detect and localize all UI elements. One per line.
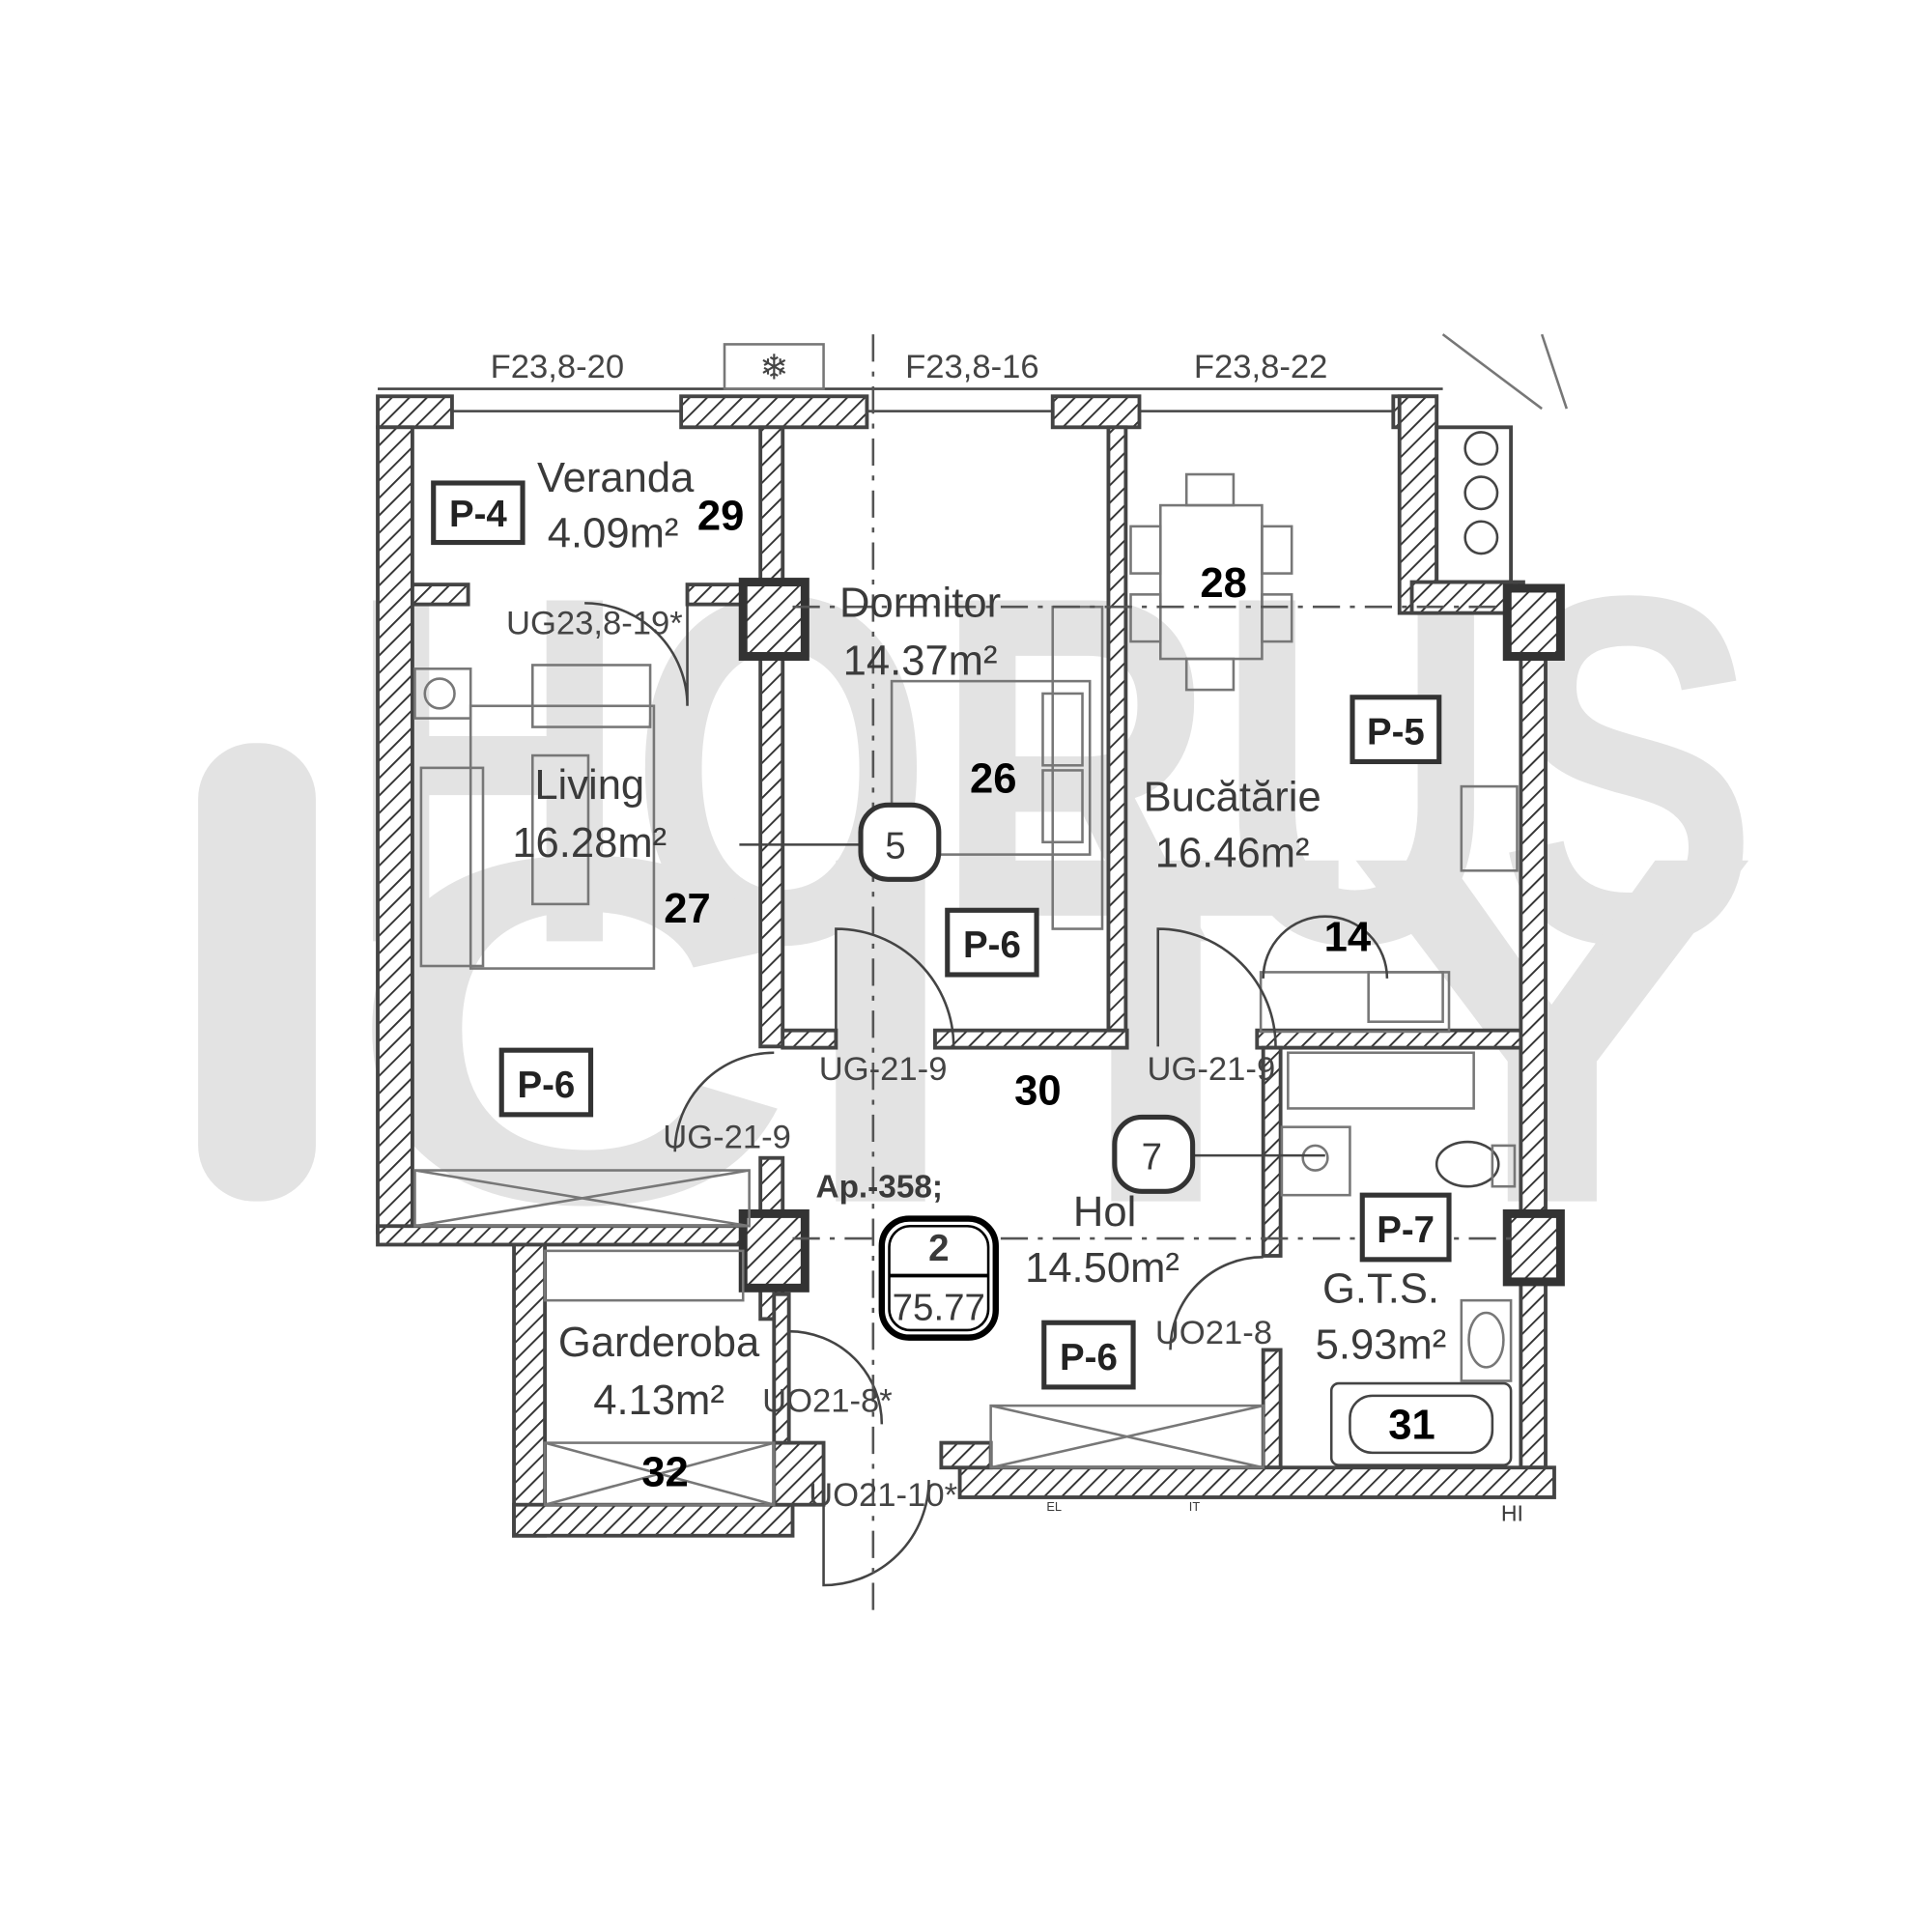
apartment-rooms: 2 bbox=[928, 1228, 949, 1269]
room-tag: P-7 bbox=[1377, 1209, 1435, 1251]
room-name: G.T.S. bbox=[1322, 1266, 1439, 1313]
door-code: UG-21-9 bbox=[663, 1119, 791, 1155]
room-tag: P-5 bbox=[1367, 712, 1425, 753]
door-code: UO21-10* bbox=[809, 1477, 957, 1514]
door-code: UO21-8* bbox=[762, 1383, 893, 1420]
room-garderoba: Garderoba 4.13m² 32 bbox=[558, 1320, 760, 1496]
door-code: UO21-8 bbox=[1155, 1315, 1272, 1351]
marker-number: 14 bbox=[1324, 915, 1371, 961]
room-name: Living bbox=[534, 762, 644, 809]
room-living: Living 16.28m² 27 P-6 bbox=[498, 762, 711, 1118]
room-name: Veranda bbox=[537, 455, 695, 501]
window-label: F23,8-16 bbox=[905, 349, 1039, 385]
furniture: ❄ bbox=[413, 333, 1569, 1506]
ac-unit-icon: ❄ bbox=[759, 348, 788, 386]
apartment-summary-badge: 2 75.77 bbox=[878, 1215, 999, 1341]
svg-text:5: 5 bbox=[885, 825, 905, 867]
apartment-label: Ap.-358; bbox=[816, 1170, 944, 1206]
room-veranda: P-4 Veranda 4.09m² 29 bbox=[431, 455, 744, 557]
room-hol: Hol 14.50m² 30 P-6 bbox=[1014, 1068, 1179, 1390]
window-label: F23,8-22 bbox=[1194, 349, 1328, 385]
room-bucatarie: Bucătărie 16.46m² 28 P-5 14 bbox=[1144, 560, 1442, 961]
room-tag: P-6 bbox=[963, 924, 1021, 966]
room-name: Bucătărie bbox=[1144, 775, 1321, 821]
room-area: 14.37m² bbox=[843, 639, 998, 685]
door-code: UG-21-9 bbox=[819, 1051, 948, 1088]
room-area: 16.28m² bbox=[512, 820, 667, 867]
utility-label: HI bbox=[1501, 1500, 1523, 1525]
room-area: 4.13m² bbox=[593, 1378, 724, 1424]
room-number: 29 bbox=[697, 494, 744, 540]
room-area: 14.50m² bbox=[1025, 1245, 1179, 1292]
room-tag: P-6 bbox=[1060, 1337, 1118, 1378]
room-name: Dormitor bbox=[839, 580, 1001, 626]
window-label: F23,8-20 bbox=[491, 349, 625, 385]
apartment-total-area: 75.77 bbox=[893, 1288, 985, 1329]
room-number: 26 bbox=[970, 756, 1016, 803]
svg-text:7: 7 bbox=[1142, 1136, 1162, 1178]
room-area: 4.09m² bbox=[548, 511, 679, 557]
room-dormitor: Dormitor 14.37m² 26 P-6 bbox=[839, 580, 1039, 978]
room-number: 27 bbox=[664, 886, 710, 932]
door-code: UG23,8-19* bbox=[506, 605, 683, 641]
room-gts: G.T.S. 5.93m² 31 P-7 bbox=[1316, 1192, 1452, 1449]
room-tag: P-6 bbox=[517, 1065, 575, 1106]
room-number: 32 bbox=[641, 1449, 688, 1495]
room-name: Garderoba bbox=[558, 1320, 760, 1366]
walls bbox=[376, 387, 1565, 1538]
room-tag: P-4 bbox=[449, 494, 507, 535]
door-code: UG-21-9 bbox=[1147, 1051, 1275, 1088]
marker-bubble-7: 7 bbox=[1112, 1114, 1325, 1194]
room-number: 30 bbox=[1014, 1068, 1061, 1115]
room-name: Hol bbox=[1073, 1189, 1136, 1236]
room-area: 5.93m² bbox=[1316, 1321, 1447, 1368]
utility-label: EL bbox=[1046, 1499, 1062, 1514]
marker-bubble-5: 5 bbox=[739, 802, 942, 882]
room-number: 28 bbox=[1200, 560, 1246, 607]
room-area: 16.46m² bbox=[1155, 830, 1310, 876]
room-number: 31 bbox=[1388, 1403, 1435, 1449]
utility-label: IT bbox=[1189, 1499, 1201, 1514]
